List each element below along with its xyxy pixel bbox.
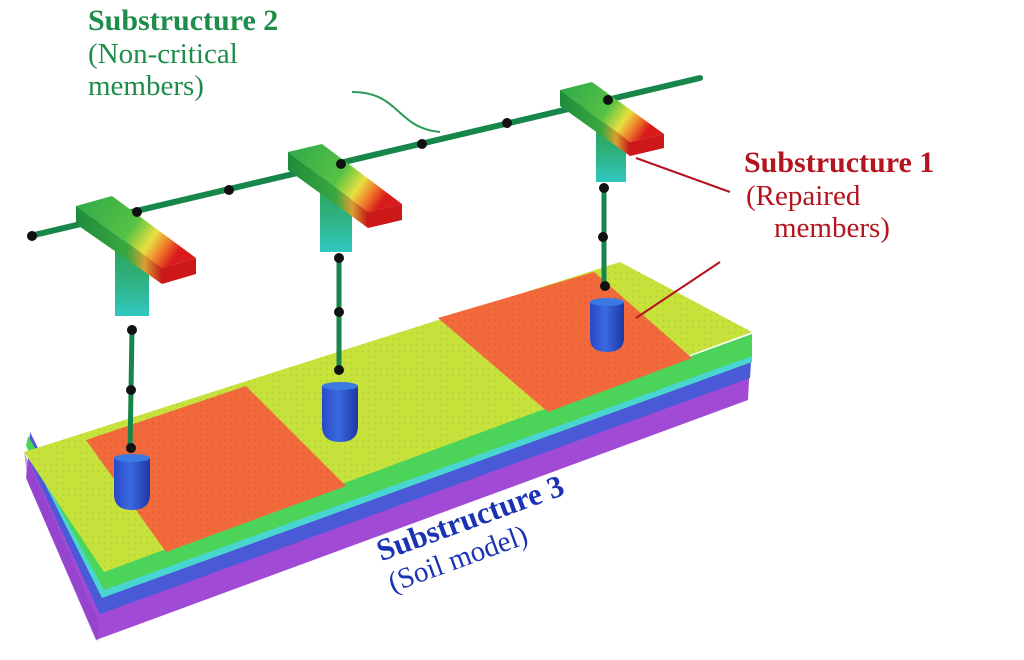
foundation-pile <box>114 458 150 510</box>
node <box>127 325 137 335</box>
substructure2-title: Substructure 2 <box>88 4 279 37</box>
pier-left <box>76 196 196 510</box>
pier-cap-end <box>368 204 402 228</box>
node <box>224 185 234 195</box>
pier-right <box>560 82 664 352</box>
node <box>27 231 37 241</box>
pier-cap-front <box>560 90 630 156</box>
pier-cap-top <box>76 196 196 268</box>
substructure1-leader-line-bottom <box>635 261 721 319</box>
pier-cap-end <box>630 134 664 156</box>
substructure1-subtitle-line2: members) <box>774 212 890 245</box>
node <box>598 232 608 242</box>
foundation-pile <box>590 302 624 352</box>
soil-mesh-overlay <box>24 262 752 572</box>
node <box>334 307 344 317</box>
node <box>132 207 142 217</box>
soil-end-face <box>24 452 98 642</box>
node <box>336 159 346 169</box>
substructure1-label: Substructure 1 (Repaired members) <box>744 146 934 245</box>
foundation-top <box>322 382 358 390</box>
node <box>600 281 610 291</box>
node <box>334 253 344 263</box>
pier-cap-top <box>560 82 664 142</box>
substructure2-subtitle-line2: members) <box>88 70 204 103</box>
foundation-top <box>590 298 624 306</box>
substructure1-title: Substructure 1 <box>744 146 935 179</box>
node <box>502 118 512 128</box>
pier-middle <box>288 144 402 442</box>
substructure2-leader-line <box>351 91 441 133</box>
pier-cap-front <box>76 206 162 284</box>
fe-nodes <box>27 95 613 453</box>
node <box>599 183 609 193</box>
substructure2-label: Substructure 2 (Non-critical members) <box>88 4 278 103</box>
node <box>334 365 344 375</box>
pier-cap-top <box>288 144 402 212</box>
pier-cap-end <box>162 258 196 284</box>
pier-cap-front <box>288 152 368 228</box>
substructure1-subtitle-line1: (Repaired <box>746 179 861 212</box>
node <box>126 385 136 395</box>
node <box>126 443 136 453</box>
foundation-top <box>114 454 150 462</box>
substructure1-leader-line-top <box>635 157 731 193</box>
node <box>603 95 613 105</box>
substructure2-subtitle-line1: (Non-critical <box>88 37 238 70</box>
node <box>417 139 427 149</box>
soil-model <box>24 262 752 642</box>
foundation-pile <box>322 386 358 442</box>
soil-layer-green <box>26 334 752 590</box>
